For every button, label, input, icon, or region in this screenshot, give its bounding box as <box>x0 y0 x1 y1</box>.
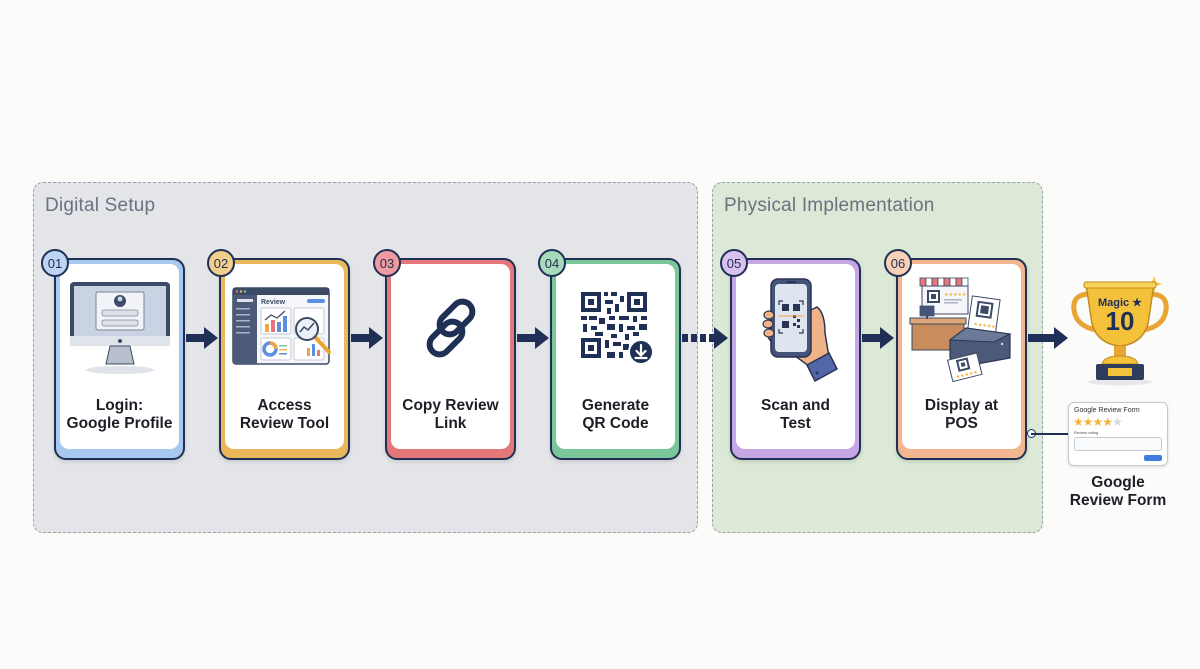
step-badge-06: 06 <box>884 249 912 277</box>
star-icon: ★ <box>1092 415 1104 429</box>
google-review-form-preview: Google Review Form ★★★★★ Review rating <box>1068 402 1168 466</box>
step-label-login: Login:Google Profile <box>66 397 173 432</box>
step-card-login[interactable]: Login:Google Profile <box>54 258 185 460</box>
step-badge-01: 01 <box>41 249 69 277</box>
svg-text:★★★★★: ★★★★★ <box>944 292 967 298</box>
magic-10-trophy-icon: Magic ★ 10 <box>1068 268 1172 388</box>
form-title: Google Review Form <box>1074 407 1140 414</box>
dashed-arrow-icon <box>682 327 728 349</box>
svg-text:Review: Review <box>261 299 286 306</box>
computer-login-icon <box>56 278 183 378</box>
arrow-icon <box>351 327 383 349</box>
star-icon: ★ <box>1082 415 1094 429</box>
physical-implementation-title: Physical Implementation <box>724 195 935 216</box>
review-text-input <box>1074 437 1162 451</box>
link-icon <box>387 278 514 378</box>
submit-button <box>1144 455 1162 461</box>
form-field-label: Review rating <box>1074 430 1099 435</box>
svg-text:10: 10 <box>1106 306 1135 336</box>
step-badge-04: 04 <box>538 249 566 277</box>
star-empty-icon: ★ <box>1112 415 1123 429</box>
arrow-icon <box>517 327 549 349</box>
star-rating: ★★★★★ <box>1073 415 1123 429</box>
review-dashboard-icon: Review <box>221 278 348 378</box>
arrow-icon <box>862 327 894 349</box>
arrow-icon <box>186 327 218 349</box>
pos-printer-icon: ★★★★★ ★★★★★ ★★★★★ <box>898 277 1025 382</box>
svg-text:★★★★★: ★★★★★ <box>955 369 979 380</box>
connector-line <box>1031 433 1068 435</box>
svg-text:★★★★★: ★★★★★ <box>973 321 997 330</box>
star-icon: ★ <box>1073 415 1084 429</box>
digital-setup-title: Digital Setup <box>45 195 156 216</box>
step-badge-02: 02 <box>207 249 235 277</box>
step-badge-03: 03 <box>373 249 401 277</box>
svg-text:Magic ★: Magic ★ <box>1098 297 1142 309</box>
arrow-icon <box>1028 327 1068 349</box>
step-badge-05: 05 <box>720 249 748 277</box>
qr-code-download-icon <box>552 278 679 378</box>
star-icon: ★ <box>1102 415 1113 429</box>
phone-scan-icon <box>732 278 859 383</box>
